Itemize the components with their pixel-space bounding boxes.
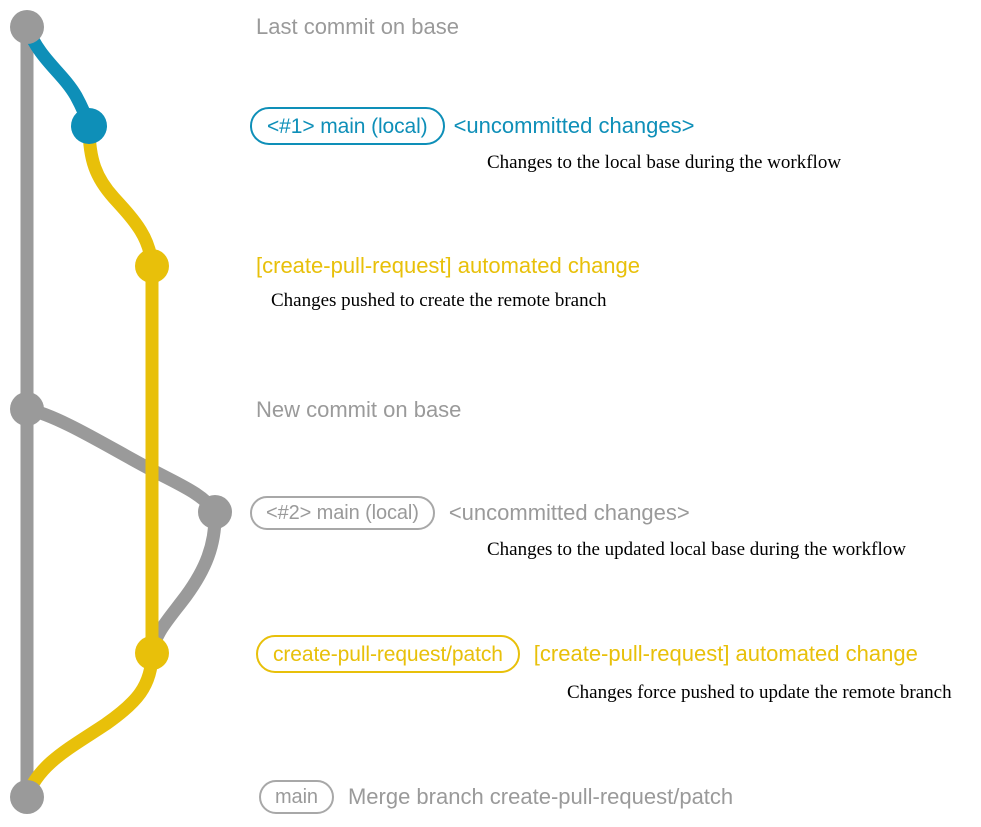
- ref-badge-create-pull-request-patch[interactable]: create-pull-request/patch: [256, 635, 520, 673]
- node-last-commit-on-base: [10, 10, 44, 44]
- ref-badge-main-local-2[interactable]: <#2> main (local): [250, 496, 435, 530]
- commit-subject-automated-change-2: [create-pull-request] automated change: [533, 641, 918, 666]
- commit-label-new-commit-on-base: New commit on base: [256, 397, 462, 422]
- commit-subject-merge-commit: Merge branch create-pull-request/patch: [347, 784, 734, 809]
- node-local-commit-2: [198, 495, 232, 529]
- commit-row-merge-commit: main Merge branch create-pull-request/pa…: [250, 780, 981, 814]
- commit-row-automated-change-1: [create-pull-request] automated change C…: [250, 253, 981, 311]
- commit-description-local-2: Changes to the updated local base during…: [487, 539, 906, 560]
- node-patch-commit-2: [135, 636, 169, 670]
- commit-description-automated-change-1: Changes pushed to create the remote bran…: [271, 290, 607, 311]
- commit-label-last-commit-on-base: Last commit on base: [256, 14, 459, 39]
- commit-row-automated-change-2: create-pull-request/patch [create-pull-r…: [250, 634, 981, 702]
- git-graph: [10, 10, 232, 814]
- commit-description-automated-change-2: Changes force pushed to update the remot…: [567, 682, 952, 703]
- edge-local-2-to-patch-2: [145, 505, 222, 660]
- commit-row-local-1: <#1> main (local) <uncommitted changes> …: [250, 106, 981, 172]
- commit-description-local-1: Changes to the local base during the wor…: [487, 152, 842, 173]
- commit-subject-automated-change-1: [create-pull-request] automated change: [256, 253, 641, 278]
- ref-badge-main[interactable]: main: [259, 780, 334, 814]
- edge-patch-2-to-merge: [20, 646, 159, 804]
- node-patch-commit-1: [135, 249, 169, 283]
- commit-subject-local-2: <uncommitted changes>: [448, 500, 690, 525]
- ref-badge-main-local-1[interactable]: <#1> main (local): [250, 107, 445, 145]
- node-local-commit-1: [71, 108, 107, 144]
- node-new-commit-on-base: [10, 392, 44, 426]
- commit-row-local-2: <#2> main (local) <uncommitted changes> …: [250, 496, 981, 559]
- edge-base-to-local-2: [20, 402, 222, 519]
- edge-local-1-to-patch-1: [82, 119, 159, 273]
- commit-subject-local-1: <uncommitted changes>: [453, 113, 695, 138]
- node-merge-commit: [10, 780, 44, 814]
